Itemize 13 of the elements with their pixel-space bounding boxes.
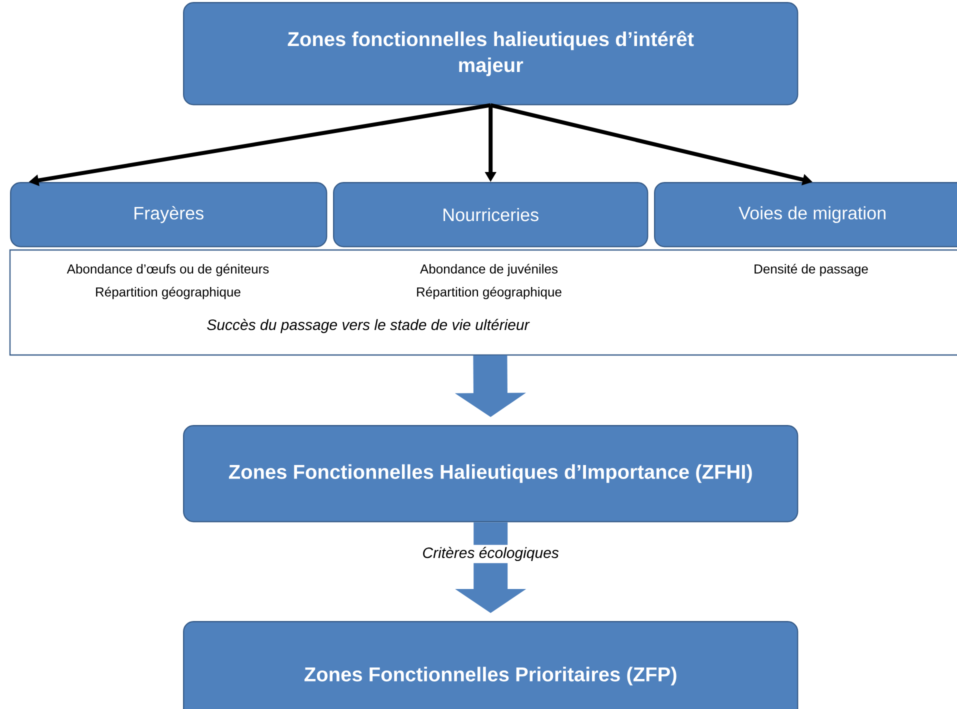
- criterion-text: Répartition géographique: [96, 286, 240, 300]
- category-box: Frayères: [10, 182, 328, 248]
- criteria-note: Succès du passage vers le stade de vie ultérieur: [207, 318, 530, 334]
- title-box: Zones fonctionnelles halieutiques d’intérêt majeur: [183, 2, 798, 106]
- category-box: Voies de migration: [654, 182, 957, 248]
- criterion-text: Densité de passage: [754, 264, 868, 276]
- category-box: Nourriceries: [333, 182, 648, 248]
- result-box: Zones Fonctionnelles Prioritaires (ZFP): [183, 621, 798, 709]
- result-box: Zones Fonctionnelles Halieutiques d’Importance (ZFHI): [183, 425, 798, 522]
- criterion-text: Abondance de juvéniles: [420, 264, 558, 276]
- edge-label: Critères écologiques: [420, 544, 561, 564]
- criterion-text: Répartition géographique: [417, 286, 562, 300]
- criterion-text: Abondance d’œufs ou de géniteurs: [66, 264, 269, 276]
